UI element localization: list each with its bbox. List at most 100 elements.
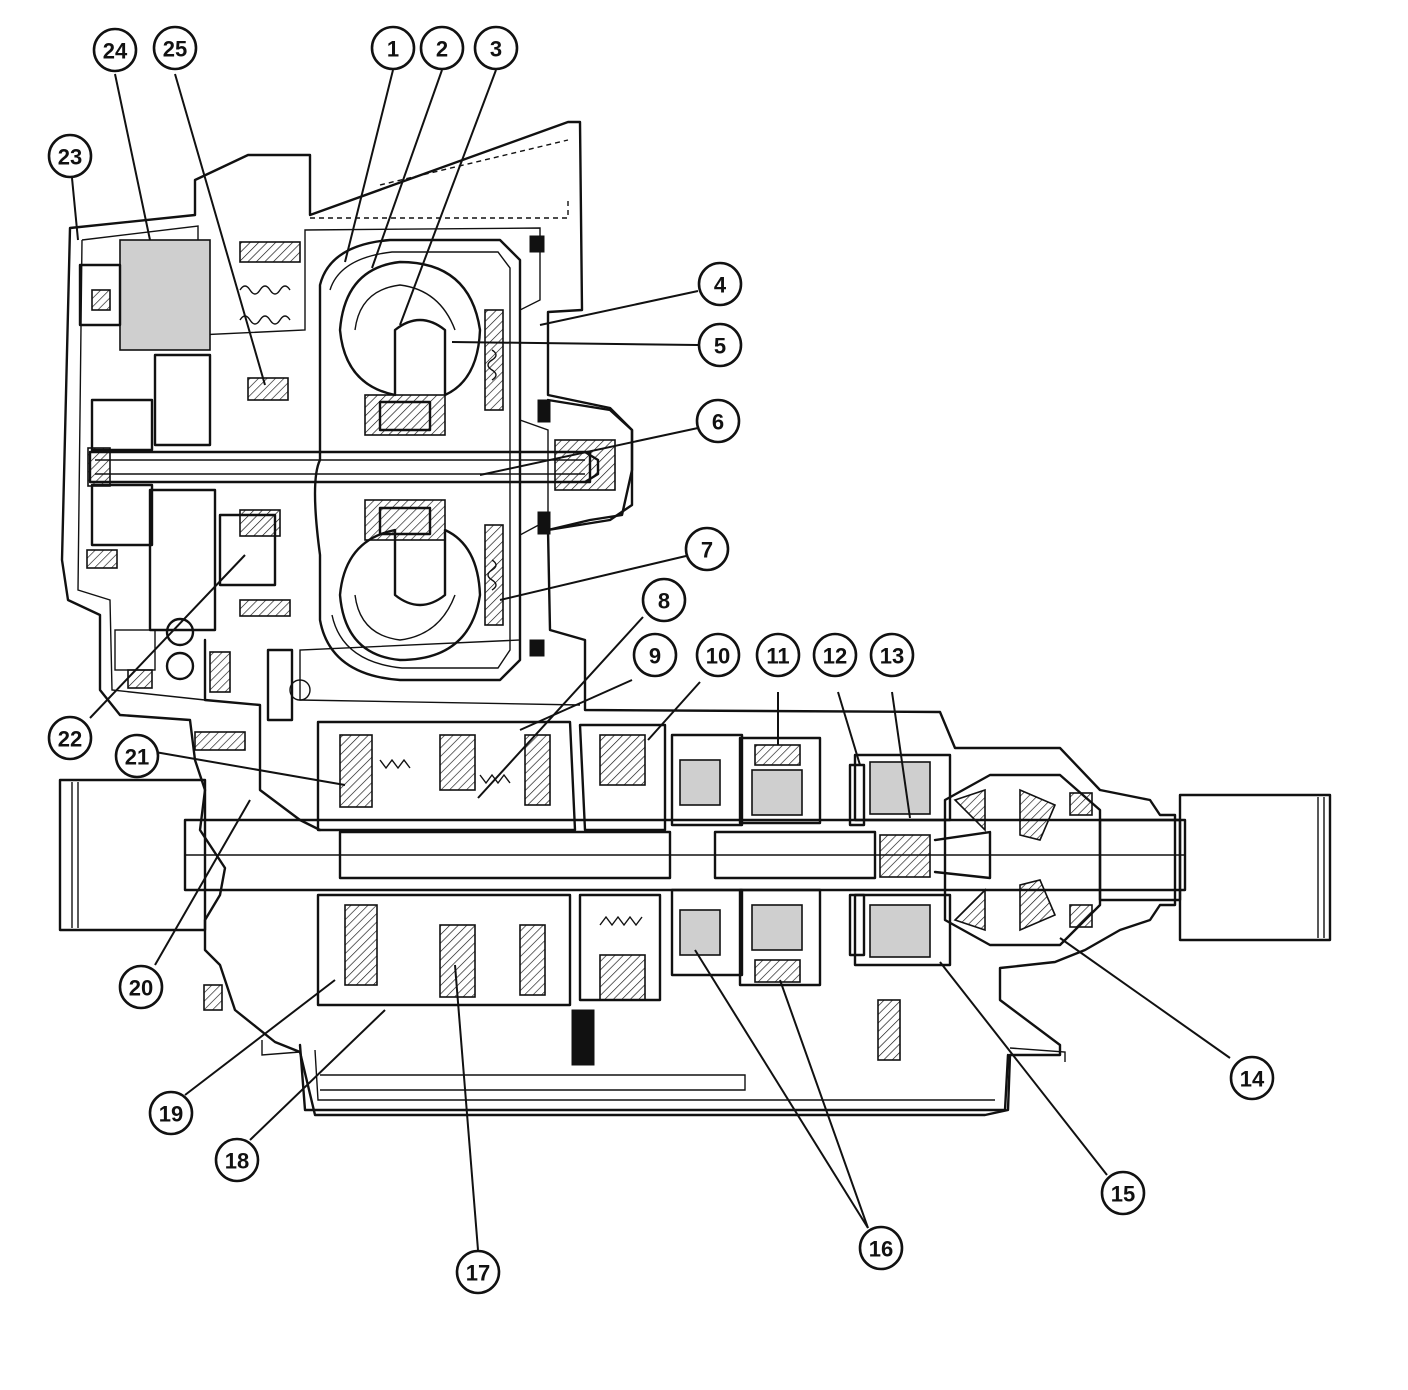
output-bearing-upper: [848, 763, 866, 827]
callout-25: 25: [152, 25, 198, 71]
callout-8: 8: [641, 577, 687, 623]
diff-side-gear-lower: [953, 888, 986, 932]
callout-number: 21: [125, 745, 149, 770]
clutch-pack-c-upper: [524, 734, 551, 806]
housing-hidden-line: [310, 139, 569, 219]
brake-drum-lower: [578, 893, 662, 1002]
idler-boss: [289, 679, 311, 701]
planetary-1-upper: [670, 733, 744, 827]
callout-9: 9: [632, 632, 678, 678]
fasteners: [86, 549, 901, 1066]
callout-4: 4: [697, 261, 743, 307]
callout-15: 15: [1100, 1170, 1146, 1216]
callout-number: 23: [58, 145, 82, 170]
planetary-1-lower: [670, 888, 744, 977]
callout-circle: [697, 261, 743, 307]
input-shaft-end: [87, 447, 111, 487]
front-mount-bolt: [203, 984, 223, 1011]
oil-pan: [298, 1043, 1010, 1112]
callout-circle: [695, 398, 741, 444]
callout-number: 15: [1111, 1182, 1135, 1207]
planetary-gearsets: [670, 733, 952, 987]
pump-cover-upper: [90, 398, 154, 452]
converter-cover-inner: [329, 251, 511, 669]
callout-circle: [695, 632, 741, 678]
output-bearing-lower: [848, 893, 866, 957]
callout-number: 13: [880, 644, 904, 669]
callout-circle: [755, 632, 801, 678]
callout-number: 10: [706, 644, 730, 669]
converter-bolt-lower: [537, 511, 551, 535]
brake-drum-upper: [578, 723, 667, 832]
callout-number: 19: [159, 1102, 183, 1127]
torus-lower: [338, 528, 482, 662]
torque-converter: [313, 235, 634, 682]
left-axle-flange: [58, 778, 207, 932]
impeller-upper: [354, 284, 456, 331]
pump-bolt: [127, 669, 153, 689]
differential: [943, 773, 1182, 947]
spring-pack-top: [239, 241, 301, 263]
solenoid-connector: [78, 263, 122, 327]
callout-12: 12: [812, 632, 858, 678]
planetary-2-lower: [738, 888, 822, 987]
callout-circle: [370, 25, 416, 71]
callout-1: 1: [370, 25, 416, 71]
callout-number: 24: [103, 39, 128, 64]
transfer-drive: [194, 638, 322, 832]
callout-number: 14: [1240, 1067, 1265, 1092]
callout-16: 16: [858, 1225, 904, 1271]
one-way-clutch-lower: [378, 506, 432, 536]
callout-number: 1: [387, 37, 399, 62]
clutch-packs: [316, 720, 667, 1007]
callout-11: 11: [755, 632, 801, 678]
callout-number: 8: [658, 589, 670, 614]
accumulator-piston: [247, 377, 289, 401]
callout-circle: [858, 1225, 904, 1271]
callout-5: 5: [697, 322, 743, 368]
lockup-clutch-lower: [484, 524, 504, 626]
callout-circle: [419, 25, 465, 71]
callout-24: 24: [92, 27, 138, 73]
rear-mount-bolt: [877, 999, 901, 1061]
oil-pan-inner: [314, 1049, 995, 1101]
diff-side-gear-upper: [953, 788, 986, 832]
right-axle-flange: [1178, 793, 1332, 942]
input-shaft: [87, 447, 600, 487]
callout-7: 7: [684, 526, 730, 572]
output-spline: [879, 834, 931, 878]
callout-22: 22: [47, 715, 93, 761]
callout-number: 12: [823, 644, 847, 669]
leader-lines: [71, 69, 1231, 1251]
callout-number: 6: [712, 410, 724, 435]
callout-number: 3: [490, 37, 502, 62]
diff-bearing-upper: [1069, 792, 1093, 816]
callout-circle: [1229, 1055, 1275, 1101]
callout-13: 13: [869, 632, 915, 678]
converter-cover: [313, 238, 522, 682]
brake-spring-lower: [599, 915, 643, 927]
planet-pinion-2-lower: [751, 904, 803, 951]
callout-circle: [697, 322, 743, 368]
callout-3: 3: [473, 25, 519, 71]
diff-pinion-upper: [1019, 788, 1057, 841]
callout-18: 18: [214, 1137, 260, 1183]
clutch-pack-b-upper: [439, 734, 476, 791]
connector-pin: [91, 289, 111, 311]
planetary-2-upper: [738, 736, 822, 825]
pump-cover-lower: [90, 483, 154, 547]
callout-number: 7: [701, 538, 713, 563]
pan-drain-boss: [571, 1009, 595, 1066]
callout-6: 6: [695, 398, 741, 444]
output-gear-lower: [853, 893, 952, 967]
callout-number: 16: [869, 1237, 893, 1262]
callout-20: 20: [118, 964, 164, 1010]
planet-pinion-1-upper: [679, 759, 721, 806]
clutch-pack-c-lower: [519, 924, 546, 996]
callout-circle: [632, 632, 678, 678]
callout-circle: [641, 577, 687, 623]
transfer-idler: [266, 648, 294, 722]
callout-circle: [473, 25, 519, 71]
ring-gear-bolt-lower: [529, 639, 545, 657]
